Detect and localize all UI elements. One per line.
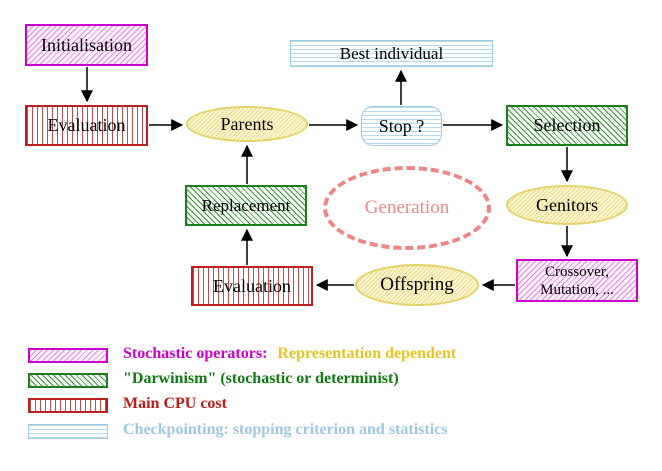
legend-text-stochastic-operators: Stochastic operators: xyxy=(123,345,268,362)
node-replacement: Replacement xyxy=(185,185,307,226)
node-replacement-label: Replacement xyxy=(201,195,291,215)
legend-text-checkpointing: Checkpointing: stopping criterion and st… xyxy=(123,421,448,438)
node-best-individual-label: Best individual xyxy=(339,43,444,63)
legend-swatch-magenta-hatch xyxy=(28,348,108,363)
node-offspring: Offspring xyxy=(355,264,479,306)
legend-text-main-cpu-cost: Main CPU cost xyxy=(123,395,227,412)
node-best-individual: Best individual xyxy=(290,40,493,67)
node-stop-label: Stop ? xyxy=(378,115,425,136)
node-initialisation: Initialisation xyxy=(25,24,148,66)
node-crossover-mutation: Crossover, Mutation, ... xyxy=(516,259,638,302)
node-evaluation-bottom-label: Evaluation xyxy=(213,275,291,296)
node-parents-label: Parents xyxy=(220,113,274,134)
node-parents: Parents xyxy=(186,106,308,142)
node-selection: Selection xyxy=(506,105,628,146)
legend-swatch-green-hatch xyxy=(28,373,108,388)
node-initialisation-label: Initialisation xyxy=(41,34,132,55)
node-generation-label: Generation xyxy=(364,197,450,218)
node-offspring-label: Offspring xyxy=(380,274,454,295)
node-generation: Generation xyxy=(323,166,491,250)
legend-swatch-red-stripes xyxy=(28,398,108,413)
node-evaluation-top: Evaluation xyxy=(25,105,148,146)
node-genitors-label: Genitors xyxy=(536,194,598,215)
legend-text-darwinism: "Darwinism" (stochastic or determinist) xyxy=(123,370,399,387)
node-crossover-label-line1: Crossover, xyxy=(545,263,609,280)
legend-swatch-cyan-stripes xyxy=(28,424,108,439)
node-evaluation-top-label: Evaluation xyxy=(47,115,126,135)
node-selection-label: Selection xyxy=(533,115,601,135)
node-stop: Stop ? xyxy=(361,106,442,146)
node-crossover-label-line2: Mutation, ... xyxy=(540,281,614,298)
node-evaluation-bottom: Evaluation xyxy=(191,266,313,306)
node-genitors: Genitors xyxy=(506,185,628,225)
legend-text-representation-dependent: Representation dependent xyxy=(277,345,457,362)
